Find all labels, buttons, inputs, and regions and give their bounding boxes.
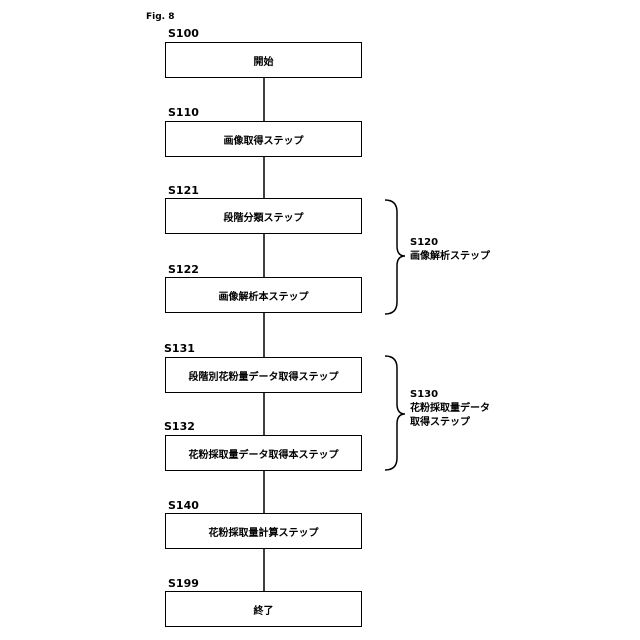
step-id-s140: S140 (168, 500, 199, 512)
brace-s120 (385, 200, 405, 314)
step-id-s110: S110 (168, 107, 199, 119)
step-id-s100: S100 (168, 28, 199, 40)
step-id-s121: S121 (168, 185, 199, 197)
step-id-s132: S132 (164, 421, 195, 433)
group-id-s130: S130 (410, 388, 490, 402)
step-box-image-analysis-main: 画像解析本ステップ (165, 277, 362, 313)
step-box-pollen-calculation: 花粉採取量計算ステップ (165, 513, 362, 549)
brace-s130 (385, 356, 405, 470)
step-id-s131: S131 (164, 343, 195, 355)
group-label-s120: S120 画像解析ステップ (410, 236, 490, 264)
step-id-s122: S122 (168, 264, 199, 276)
group-text-s120-line1: 画像解析ステップ (410, 250, 490, 264)
group-id-s120: S120 (410, 236, 490, 250)
group-label-s130: S130 花粉採取量データ 取得ステップ (410, 388, 490, 430)
group-text-s130-line1: 花粉採取量データ (410, 402, 490, 416)
step-box-pollen-collection-data-main: 花粉採取量データ取得本ステップ (165, 435, 362, 471)
step-box-end: 終了 (165, 591, 362, 627)
step-box-image-acquisition: 画像取得ステップ (165, 121, 362, 157)
step-id-s199: S199 (168, 578, 199, 590)
group-text-s130-line2: 取得ステップ (410, 416, 490, 430)
step-box-start: 開始 (165, 42, 362, 78)
step-box-stage-pollen-data: 段階別花粉量データ取得ステップ (165, 357, 362, 393)
step-box-stage-classification: 段階分類ステップ (165, 198, 362, 234)
